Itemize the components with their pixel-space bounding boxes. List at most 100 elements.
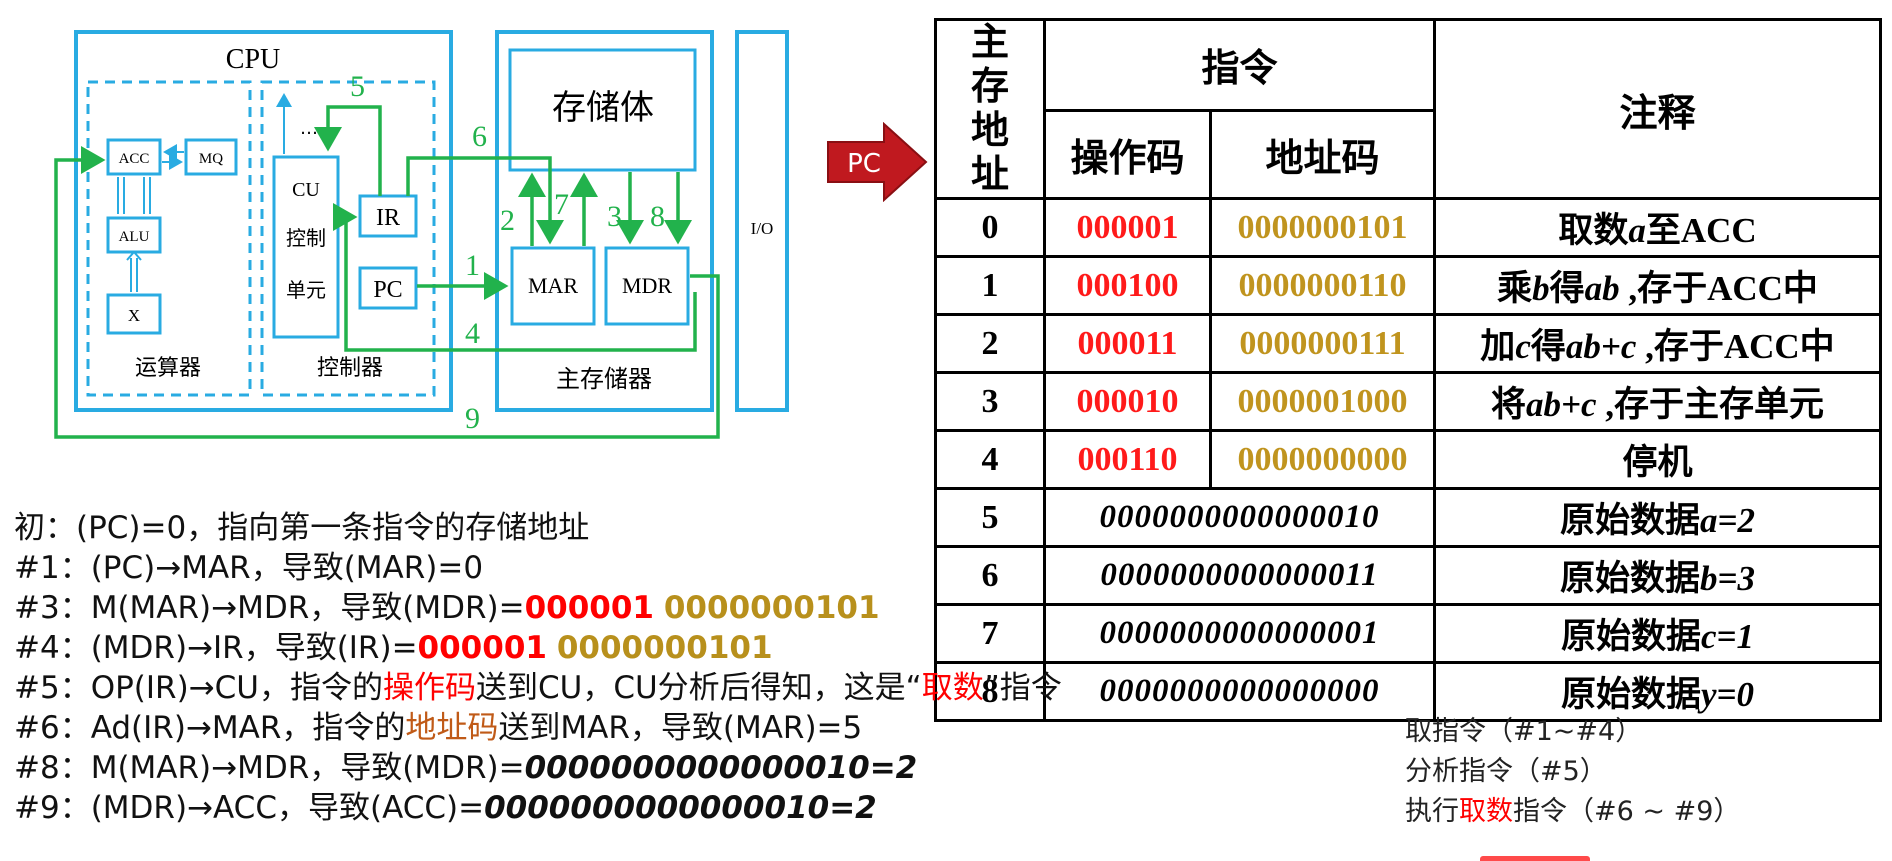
summary-execute: 执行取数指令（#6 ~ #9） (1405, 796, 1741, 827)
header-comment: 注释 (1433, 18, 1882, 200)
step-5: #5：OP(IR)→CU，指令的操作码送到CU，CU分析后得知，这是“取数”指令 (14, 670, 1062, 706)
step-number-6: 6 (472, 120, 487, 153)
controller-unit-label: 控制器 (317, 356, 383, 381)
row-opcode: 000001 (1043, 197, 1212, 258)
step-4: #4：(MDR)→IR，导致(IR)=000001 0000000101 (14, 630, 773, 666)
step-initial: 初：(PC)=0，指向第一条指令的存储地址 (14, 510, 590, 546)
row-data: 0000000000000000 (1043, 661, 1436, 722)
x-register-label: X (128, 306, 140, 325)
row-address: 3 (934, 371, 1046, 432)
header-opcode: 操作码 (1043, 108, 1212, 201)
table-subheader-row: 操作码 地址码 (936, 108, 1881, 201)
mq-box (184, 138, 238, 176)
header-address: 主存地址 (934, 18, 1046, 200)
table-row: 8 0000000000000000 原始数据y=0 (934, 661, 1882, 722)
computer-architecture-diagram: CPU ACC MQ ALU X 运算器 CU 控制 单元 … IR PC 控制… (54, 30, 789, 439)
row-address: 0 (934, 197, 1046, 258)
row-address: 5 (934, 487, 1046, 548)
table-row: 3 000010 0000001000 将ab+c ,存于主存单元 (934, 371, 1882, 432)
step-3: #3：M(MAR)→MDR，导致(MDR)=000001 0000000101 (14, 590, 880, 626)
row-addrcode: 0000000111 (1209, 313, 1436, 374)
row-data: 0000000000000010 (1043, 487, 1436, 548)
row-address: 7 (934, 603, 1046, 664)
step-number-4: 4 (465, 317, 480, 350)
cu-label-2: 控制 (286, 226, 326, 250)
step-1: #1：(PC)→MAR，导致(MAR)=0 (14, 550, 484, 586)
table-row: 7 0000000000000001 原始数据c=1 (934, 603, 1882, 664)
controller-unit-box (260, 80, 436, 397)
header-addrcode: 地址码 (1209, 108, 1436, 201)
main-memory-label: 主存储器 (556, 365, 652, 393)
phase-summary: 取指令（#1~#4） 分析指令（#5） 执行取数指令（#6 ~ #9） (1405, 712, 1740, 832)
main-memory-box (495, 30, 714, 412)
acc-label: ACC (119, 151, 150, 167)
cut-off-red-text (1480, 852, 1590, 861)
row-opcode: 000010 (1043, 371, 1212, 432)
alu-unit-label: 运算器 (135, 356, 201, 381)
row-addrcode: 0000000110 (1209, 255, 1436, 316)
table-row: 5 0000000000000010 原始数据a=2 (934, 487, 1882, 548)
table-row: 2 000011 0000000111 加c得ab+c ,存于ACC中 (934, 313, 1882, 374)
pc-label: PC (373, 277, 402, 303)
storage-body-label: 存储体 (552, 88, 654, 128)
row-opcode: 000100 (1043, 255, 1212, 316)
summary-analyze: 分析指令（#5） (1405, 756, 1607, 787)
table-header-row: 主存地址 指令 注释 (934, 18, 1882, 200)
step-number-3: 3 (607, 200, 622, 233)
row-address: 8 (934, 661, 1046, 722)
row-comment: 加c得ab+c ,存于ACC中 (1433, 313, 1882, 374)
cpu-label: CPU (226, 44, 280, 75)
row-address: 4 (934, 429, 1046, 490)
step-8: #8：M(MAR)→MDR，导致(MDR)=0000000000000010=2 (14, 750, 918, 786)
summary-fetch: 取指令（#1~#4） (1405, 716, 1643, 747)
ir-box (358, 194, 418, 238)
table-row: 0 000001 0000000101 取数a至ACC (934, 197, 1882, 258)
step-number-2: 2 (500, 204, 515, 237)
step-number-7: 7 (554, 188, 569, 221)
cu-label-3: 单元 (286, 278, 326, 302)
path-ir-to-mar (406, 156, 564, 245)
mq-label: MQ (199, 151, 223, 167)
table-row: 4 000110 0000000000 停机 (934, 429, 1882, 490)
row-comment: 乘b得ab ,存于ACC中 (1433, 255, 1882, 316)
step-number-1: 1 (465, 249, 480, 282)
path-mdr-to-ir (333, 203, 697, 352)
ir-label: IR (376, 205, 400, 231)
acc-box (106, 138, 162, 176)
alu-unit-box (86, 80, 252, 397)
cu-label: CU (292, 179, 320, 201)
pc-pointer-label: PC (847, 149, 881, 179)
row-addrcode: 0000000101 (1209, 197, 1436, 258)
row-data: 0000000000000011 (1043, 545, 1436, 606)
row-address: 1 (934, 255, 1046, 316)
table-row: 1 000100 0000000110 乘b得ab ,存于ACC中 (934, 255, 1882, 316)
row-opcode: 000011 (1043, 313, 1212, 374)
execution-steps: 初：(PC)=0，指向第一条指令的存储地址 #1：(PC)→MAR，导致(MAR… (14, 508, 1062, 828)
header-instruction: 指令 (1043, 18, 1436, 112)
row-comment: 原始数据y=0 (1433, 661, 1882, 722)
step-6: #6：Ad(IR)→MAR，指令的地址码送到MAR，导致(MAR)=5 (14, 710, 863, 746)
pc-box (358, 266, 418, 310)
cu-box (272, 155, 340, 339)
row-address: 2 (934, 313, 1046, 374)
table-row: 6 0000000000000011 原始数据b=3 (934, 545, 1882, 606)
io-box (735, 30, 789, 412)
alu-label: ALU (119, 229, 150, 245)
row-opcode: 000110 (1043, 429, 1212, 490)
x-register-box (106, 293, 162, 335)
storage-body-box (508, 48, 697, 172)
row-data: 0000000000000001 (1043, 603, 1436, 664)
row-comment: 取数a至ACC (1433, 197, 1882, 258)
mar-label: MAR (528, 273, 578, 298)
path-ir-to-cu (314, 105, 382, 196)
step-number-5: 5 (350, 70, 365, 103)
mdr-label: MDR (622, 273, 672, 298)
step-9: #9：(MDR)→ACC，导致(ACC)=0000000000000010=2 (14, 790, 877, 826)
io-label: I/O (751, 219, 774, 238)
memory-contents-table: 主存地址 指令 注释 操作码 地址码 0 000001 0000000101 取… (934, 18, 1882, 722)
cu-control-ellipsis: … (300, 118, 318, 139)
row-comment: 将ab+c ,存于主存单元 (1433, 371, 1882, 432)
row-comment: 原始数据c=1 (1433, 603, 1882, 664)
path-mdr-to-acc (54, 146, 720, 439)
pc-pointer-arrow: PC (827, 122, 928, 202)
